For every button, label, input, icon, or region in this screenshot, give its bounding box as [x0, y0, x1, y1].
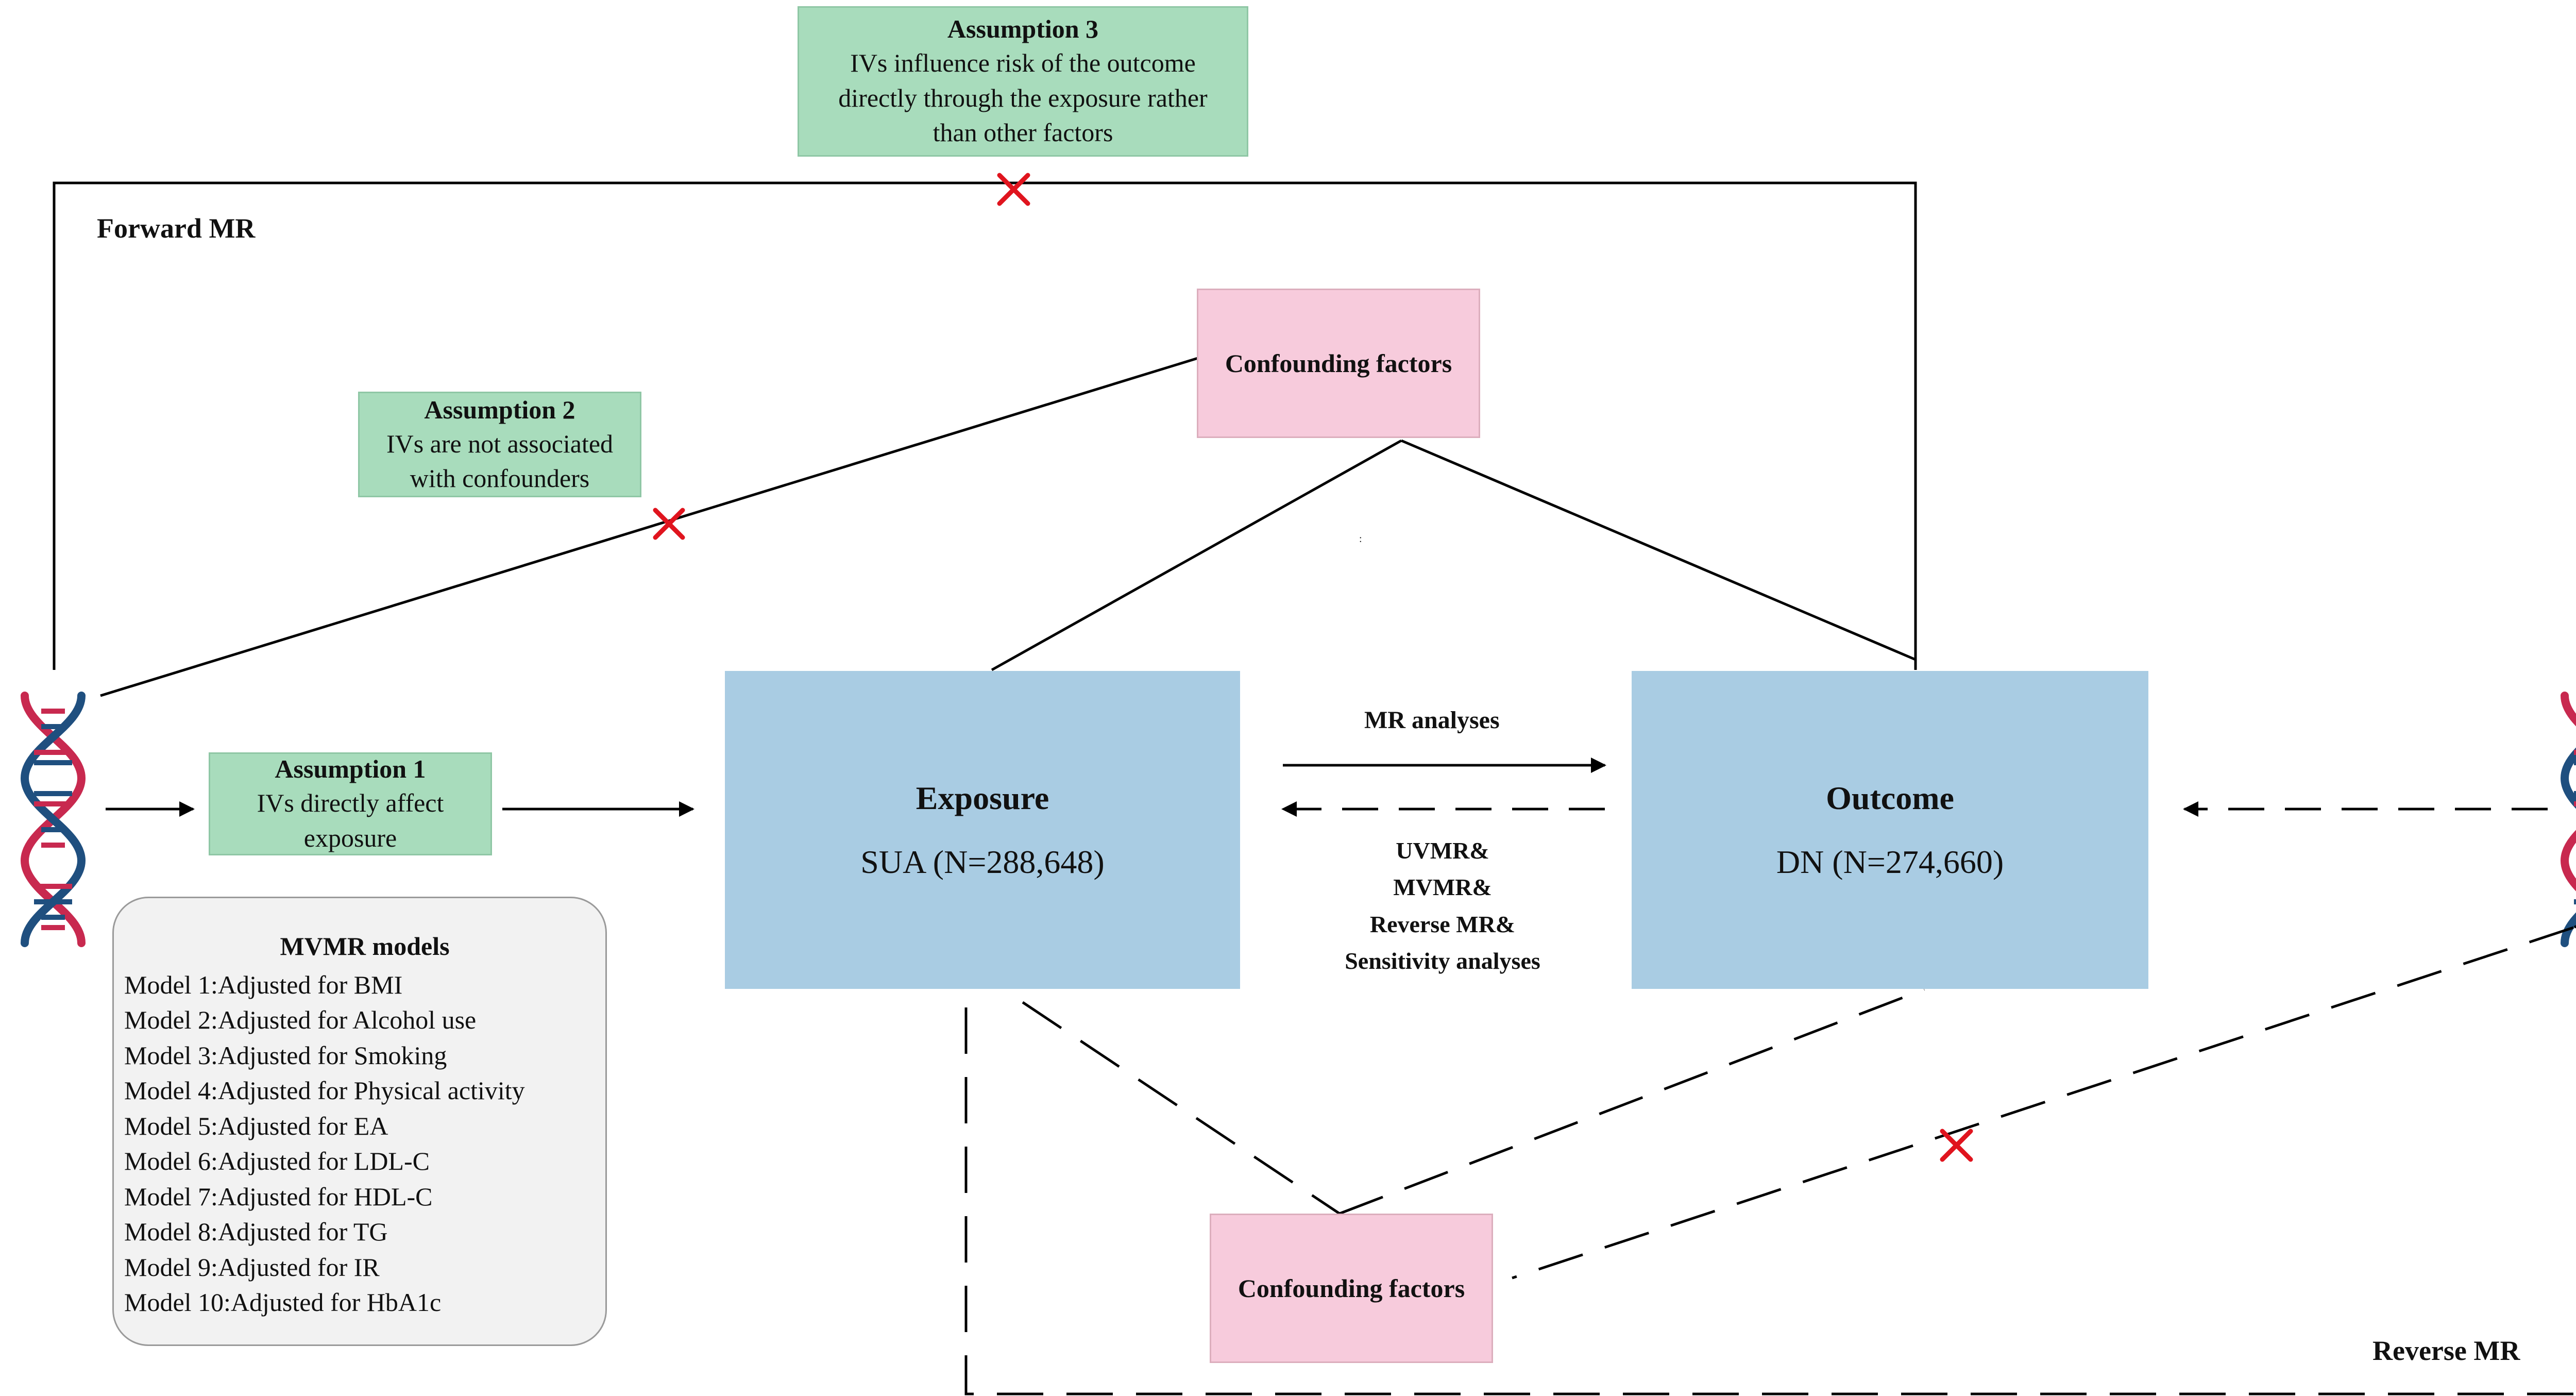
mvmr-title: MVMR models — [280, 932, 450, 961]
reverse-exposure-confounder-line — [1022, 1001, 1341, 1215]
confounding-factors-bottom: Confounding factors — [1210, 1214, 1493, 1363]
assumption-3-line-1: IVs influence risk of the outcome — [850, 48, 1196, 78]
assumption-3-title: Assumption 3 — [947, 14, 1099, 44]
exposure-title: Exposure — [916, 779, 1049, 816]
assumption-1-line-2: exposure — [303, 823, 397, 852]
cross-icon — [997, 173, 1030, 206]
exposure-node: Exposure SUA (N=288,648) — [725, 671, 1240, 989]
assumption-1-line-1: IVs directly affect — [257, 788, 444, 817]
confounding-factors-bottom-label: Confounding factors — [1238, 1274, 1465, 1303]
assumption3-path — [53, 181, 1917, 670]
assumption-1-box: Assumption 1 IVs directly affect exposur… — [209, 752, 492, 855]
mvmr-model-8: Model 8:Adjusted for TG — [124, 1217, 388, 1246]
mvmr-model-10: Model 10:Adjusted for HbA1c — [124, 1288, 442, 1317]
stray-mark: : — [1359, 533, 1362, 545]
assumption-1-title: Assumption 1 — [275, 754, 426, 783]
assumption-2-line-1: IVs are not associated — [386, 429, 614, 458]
outcome-node: Outcome DN (N=274,660) — [1632, 671, 2148, 989]
assumption-2-box: Assumption 2 IVs are not associated with… — [358, 392, 641, 497]
confounding-factors-top-label: Confounding factors — [1225, 349, 1452, 378]
analysis-line-reverse-mr: Reverse MR& — [1369, 911, 1516, 937]
analysis-line-sensitivity: Sensitivity analyses — [1345, 947, 1540, 974]
assumption-2-line-2: with confounders — [410, 464, 590, 493]
analysis-list: UVMR& MVMR& Reverse MR& Sensitivity anal… — [1257, 832, 1628, 979]
analysis-line-uvmr: UVMR& — [1396, 837, 1489, 864]
cross-icon — [1940, 1129, 1973, 1162]
exposure-subtitle: SUA (N=288,648) — [860, 843, 1105, 880]
assumption-3-line-2: directly through the exposure rather — [838, 83, 1208, 112]
dna-icon-left — [25, 696, 81, 943]
reverse-outcome-confounder-line — [1339, 988, 1925, 1215]
assumption-3-box: Assumption 3 IVs influence risk of the o… — [798, 6, 1248, 157]
analysis-line-mvmr: MVMR& — [1393, 874, 1492, 901]
reverse-mr-label: Reverse MR — [2372, 1335, 2520, 1366]
mvmr-model-1: Model 1:Adjusted for BMI — [124, 970, 403, 999]
exposure-confounder-line — [991, 439, 1402, 671]
mvmr-models-box: MVMR models Model 1:Adjusted for BMI Mod… — [112, 897, 607, 1346]
outcome-title: Outcome — [1826, 779, 1954, 816]
mvmr-model-3: Model 3:Adjusted for Smoking — [124, 1040, 447, 1070]
forward-mr-label: Forward MR — [97, 213, 256, 244]
reverse-assumption-line — [1512, 926, 2574, 1280]
mvmr-model-5: Model 5:Adjusted for EA — [124, 1111, 388, 1140]
outcome-subtitle: DN (N=274,660) — [1776, 843, 2004, 880]
dna-icon-right — [2565, 696, 2576, 943]
mvmr-model-2: Model 2:Adjusted for Alcohol use — [124, 1005, 477, 1034]
assumption-2-title: Assumption 2 — [424, 395, 575, 424]
reverse-mr-frame — [964, 1007, 2576, 1395]
mvmr-model-6: Model 6:Adjusted for LDL-C — [124, 1147, 430, 1175]
mr-analyses-label: MR analyses — [1364, 707, 1500, 734]
assumption-3-line-3: than other factors — [933, 118, 1113, 147]
cross-icon — [653, 508, 685, 540]
mvmr-model-9: Model 9:Adjusted for IR — [124, 1252, 380, 1282]
confounding-factors-top: Confounding factors — [1197, 289, 1480, 438]
mvmr-model-7: Model 7:Adjusted for HDL-C — [124, 1182, 433, 1211]
assumption2-line — [100, 357, 1198, 697]
mvmr-model-4: Model 4:Adjusted for Physical activity — [124, 1076, 525, 1105]
outcome-confounder-line — [1401, 439, 1916, 661]
